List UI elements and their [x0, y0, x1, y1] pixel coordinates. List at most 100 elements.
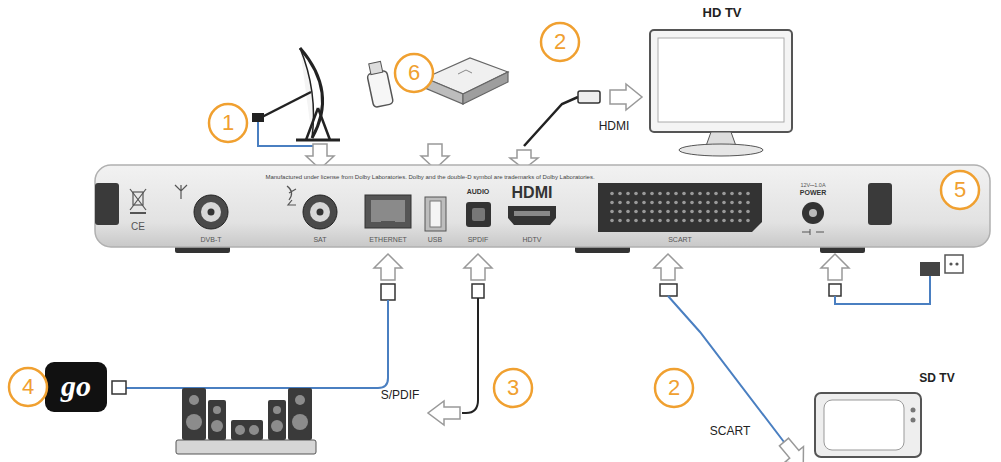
callout-circle: [541, 23, 579, 61]
speaker-base: [176, 440, 316, 454]
power-adapter: [920, 262, 940, 276]
wall-socket: [945, 255, 963, 273]
hard-disk: [425, 58, 508, 104]
usb-stick: [365, 60, 394, 107]
direction-arrow: [654, 254, 682, 280]
sat-port-ring: [310, 202, 330, 222]
callout-circle: [9, 368, 47, 406]
cable-label: SCART: [710, 425, 750, 438]
hdmi-port-contacts: [514, 211, 550, 216]
port-label: POWER: [800, 189, 826, 197]
device-label: HD TV: [703, 6, 742, 20]
satellite-dish: [252, 48, 340, 140]
hdmi-logo: HDMI: [512, 184, 553, 202]
hd-tv: [650, 30, 792, 156]
direction-arrow: [374, 254, 402, 280]
power-jack-pin: [809, 209, 817, 217]
usb-port-tongue: [430, 201, 441, 227]
callout-circle: [941, 171, 979, 209]
sd-tv: [815, 393, 921, 457]
hdmi-plug: [578, 91, 600, 103]
weee-bar: [130, 212, 146, 214]
direction-arrow: [821, 254, 849, 280]
hdmi-cable: [524, 97, 578, 146]
dvbt-port-ring: [201, 202, 221, 222]
port-label: SAT: [313, 236, 326, 244]
weee-symbol: [130, 189, 146, 213]
ce-mark: CE: [131, 221, 145, 232]
cable-label: HDMI: [599, 120, 630, 133]
usb-stick-plug: [369, 61, 383, 74]
callout-circle: [655, 369, 693, 407]
hard-disk-front: [463, 72, 508, 104]
speaker: [208, 400, 226, 440]
dish-base: [296, 139, 340, 142]
trademark-note: Manufactured under license from Dolby La…: [265, 174, 594, 181]
router-logo: [45, 362, 107, 412]
receiver-housing: [95, 165, 990, 247]
weee-cross: [130, 189, 146, 210]
port-label: USB: [428, 236, 442, 244]
callout-number: 1: [222, 111, 234, 135]
dish-symbol: [287, 186, 296, 205]
hdmi-port: [508, 206, 556, 225]
dish-stand: [306, 108, 330, 140]
scart-cable: [668, 296, 784, 442]
sd-tv-knob: [911, 418, 916, 423]
usb-stick-body: [367, 70, 394, 107]
callout-number: 3: [507, 376, 519, 400]
port-label: AUDIO: [467, 188, 490, 196]
optical-plug: [472, 284, 484, 298]
direction-arrow: [610, 84, 642, 110]
spdif-port-inner: [472, 208, 485, 221]
power-plug: [829, 284, 841, 296]
speaker: [231, 420, 263, 440]
callout-circles: [9, 23, 979, 407]
speaker: [268, 400, 286, 440]
port-label: ETHERNET: [369, 236, 407, 244]
spdif-port: [466, 202, 491, 227]
device-label: SD TV: [919, 372, 954, 385]
direction-arrow: [428, 401, 460, 425]
power-rating: 12V⎓1.0A: [800, 182, 825, 188]
sat-port: [303, 195, 337, 229]
callout-circle: [209, 104, 247, 142]
callout-number: 5: [954, 178, 966, 202]
port-label: SPDIF: [468, 236, 489, 244]
socket-hole: [955, 262, 958, 265]
dish-arm: [262, 92, 311, 117]
dvbt-port: [194, 195, 228, 229]
speaker: [288, 388, 312, 440]
callout-number: 4: [22, 375, 34, 399]
ethernet-port: [365, 195, 411, 228]
sd-tv-body: [815, 393, 921, 457]
power-cable: [835, 276, 930, 304]
router-logo-text: go: [61, 369, 91, 402]
port-label: DVB-T: [201, 236, 222, 244]
hd-tv-frame: [650, 30, 792, 132]
receiver-rear-panel: [95, 165, 990, 253]
port-label: HDTV: [522, 236, 541, 244]
sd-tv-screen: [824, 400, 904, 450]
antenna-symbol: [175, 185, 187, 199]
speaker-cones: [186, 395, 308, 435]
scart-port: [598, 183, 762, 232]
scart-plug: [660, 284, 677, 296]
ethernet-port-latch: [381, 221, 395, 226]
coax-cable: [258, 122, 320, 150]
usb-port: [425, 197, 446, 231]
hd-tv-base: [679, 144, 763, 156]
callout-circle: [395, 54, 433, 92]
callout-number: 2: [668, 376, 680, 400]
receiver-bumper: [95, 183, 119, 225]
speaker: [182, 388, 206, 440]
callout-number: 2: [554, 30, 566, 54]
power-jack: [802, 202, 824, 224]
hard-disk-logo: [458, 70, 472, 74]
speaker-system: [176, 388, 316, 454]
dvbt-port-pin: [208, 209, 215, 216]
direction-arrow: [775, 434, 813, 462]
scart-pins: [606, 188, 752, 226]
